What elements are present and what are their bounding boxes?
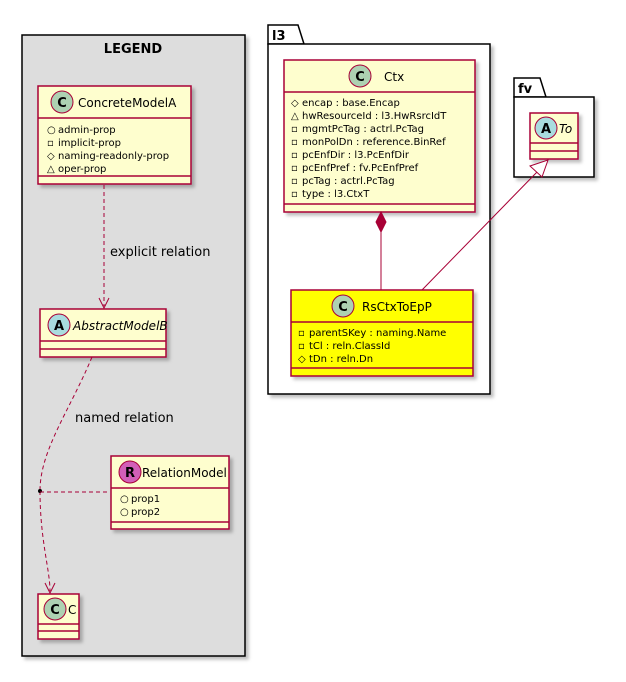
abstract-stereotype-icon — [534, 116, 558, 140]
inheritance-link — [421, 159, 549, 291]
vis-icon: ▫ — [291, 163, 298, 174]
attr-row: hwResourceId : l3.HwRsrcIdT — [302, 111, 447, 122]
attr-row: tDn : reln.Dn — [309, 354, 373, 365]
package-name: fv — [518, 82, 533, 97]
class-relation-model[interactable]: R RelationModel ○ prop1 ○ prop2 — [110, 455, 230, 530]
named-relation-label: named relation — [75, 411, 174, 426]
attr-row: naming-readonly-prop — [58, 151, 169, 162]
class-c[interactable]: C C — [37, 593, 80, 640]
attr-row: admin-prop — [58, 125, 116, 136]
stereotype-letter: R — [125, 466, 135, 481]
class-name: To — [559, 122, 572, 136]
stereotype-letter: A — [54, 319, 64, 334]
stereotype-letter: C — [338, 300, 348, 315]
vis-icon: △ — [291, 111, 299, 122]
attr-row: type : l3.CtxT — [302, 189, 370, 200]
vis-icon: ◇ — [298, 354, 306, 365]
class-name: RsCtxToEpP — [362, 300, 432, 314]
class-name: ConcreteModelA — [78, 96, 177, 110]
attr-row: oper-prop — [58, 164, 106, 175]
class-rs-ctx-to-ep-p[interactable]: C RsCtxToEpP ▫ parentSKey : naming.Name … — [290, 289, 474, 377]
class-to[interactable]: A To — [529, 112, 579, 160]
stereotype-letter: C — [50, 603, 60, 618]
attr-row: pcEnfPref : fv.PcEnfPref — [302, 163, 419, 174]
attr-row: tCl : reln.ClassId — [309, 341, 390, 352]
composition-diamond-icon — [375, 210, 387, 234]
stereotype-letter: C — [57, 96, 67, 111]
attr-row: encap : base.Encap — [302, 98, 400, 109]
vis-icon-protected: ◇ — [47, 151, 55, 162]
vis-icon: ▫ — [291, 189, 298, 200]
vis-icon: ▫ — [291, 150, 298, 161]
package-name: l3 — [272, 29, 286, 44]
relation-stereotype-icon — [118, 460, 142, 484]
attr-row: prop2 — [131, 507, 160, 518]
class-stereotype-icon — [50, 90, 74, 114]
class-stereotype-icon — [348, 64, 372, 88]
class-concrete-model-a[interactable]: C ConcreteModelA ○ admin-prop ▫ implicit… — [37, 85, 192, 185]
attr-list: ○ admin-prop ▫ implicit-prop ◇ naming-re… — [47, 125, 169, 175]
class-ctx[interactable]: C Ctx ◇ encap : base.Encap △ hwResourceI… — [283, 59, 476, 213]
attr-row: pcEnfDir : l3.PcEnfDir — [302, 150, 410, 161]
legend-title: LEGEND — [104, 42, 163, 57]
class-stereotype-icon — [43, 597, 67, 621]
inheritance-arrow-icon — [529, 159, 549, 178]
class-abstract-model-b[interactable]: A AbstractModelB — [39, 308, 168, 358]
attr-row: prop1 — [131, 494, 160, 505]
class-name: AbstractModelB — [72, 319, 168, 333]
stereotype-letter: C — [355, 70, 365, 85]
class-name: Ctx — [384, 70, 404, 84]
explicit-relation-arrow: explicit relation — [98, 185, 210, 310]
composition-link — [375, 210, 387, 290]
vis-icon-public: ○ — [120, 494, 129, 505]
class-name: C — [68, 603, 76, 617]
vis-icon: ▫ — [298, 328, 305, 339]
vis-icon-package: △ — [47, 164, 55, 175]
vis-icon-public: ○ — [120, 507, 129, 518]
vis-icon: ▫ — [291, 176, 298, 187]
vis-icon: ▫ — [298, 341, 305, 352]
abstract-stereotype-icon — [47, 313, 71, 337]
named-relation-path: named relation — [38, 356, 174, 595]
attr-row: mgmtPcTag : actrl.PcTag — [302, 124, 424, 135]
vis-icon: ◇ — [291, 98, 299, 109]
vis-icon: ▫ — [291, 124, 298, 135]
attr-row: monPolDn : reference.BinRef — [302, 137, 446, 148]
class-stereotype-icon — [331, 294, 355, 318]
attr-row: implicit-prop — [58, 138, 121, 149]
attr-row: parentSKey : naming.Name — [309, 328, 446, 339]
stereotype-letter: A — [541, 122, 551, 137]
attr-row: pcTag : actrl.PcTag — [302, 176, 395, 187]
class-name: RelationModel — [142, 466, 227, 480]
vis-icon-private: ▫ — [47, 138, 54, 149]
vis-icon-public: ○ — [47, 125, 56, 136]
vis-icon: ▫ — [291, 137, 298, 148]
attr-list: ◇ encap : base.Encap △ hwResourceId : l3… — [291, 98, 447, 200]
explicit-relation-label: explicit relation — [110, 245, 210, 260]
